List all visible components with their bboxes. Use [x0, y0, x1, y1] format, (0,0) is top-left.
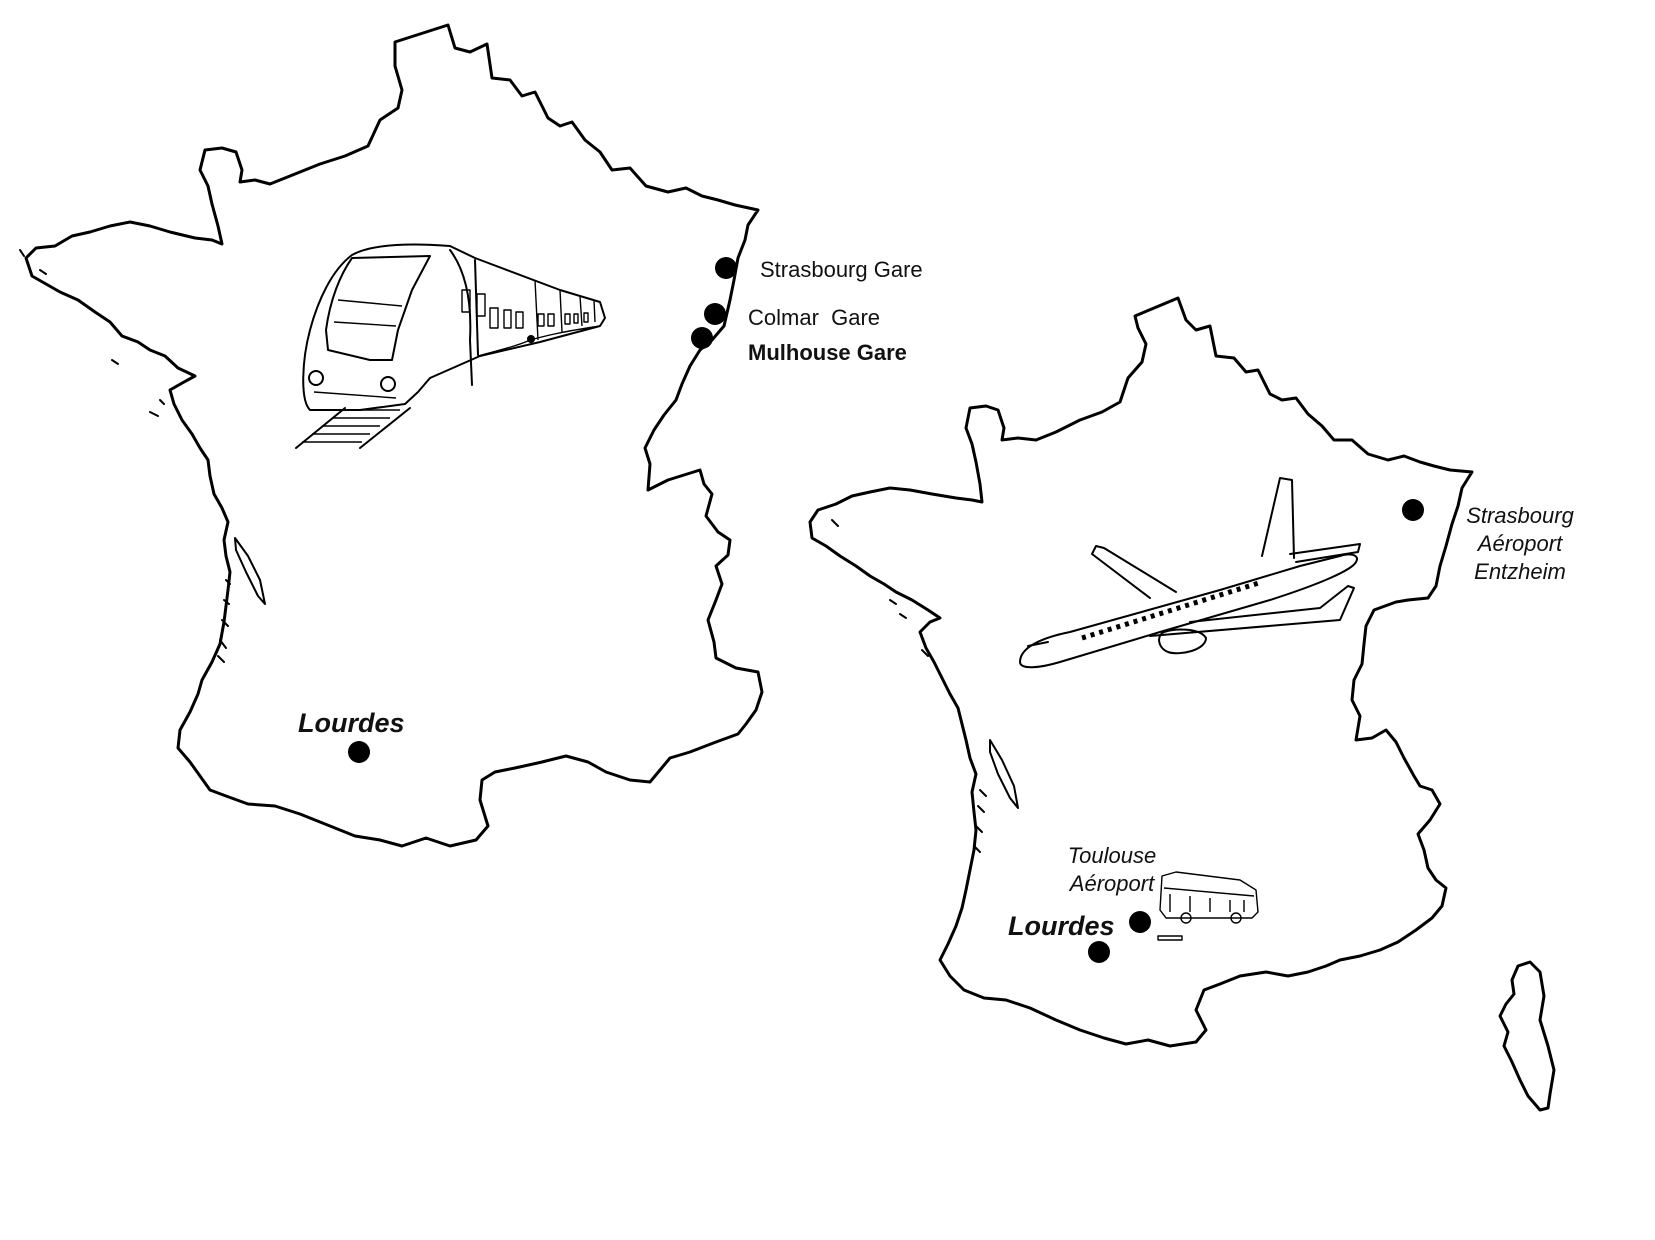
lourdes-marker-map1: [348, 741, 370, 763]
strasbourg-gare-marker: [715, 257, 737, 279]
lourdes-label-map2: Lourdes: [1008, 911, 1115, 941]
corsica-outline: [1498, 960, 1556, 1112]
colmar-gare-label: Colmar Gare: [748, 305, 880, 330]
toulouse-airport-label-line2: Aéroport: [1068, 871, 1155, 896]
france-outline: [24, 23, 764, 848]
mulhouse-gare-marker: [691, 327, 713, 349]
island-ile-de-re: [989, 739, 1019, 809]
toulouse-airport-label-line1: Toulouse: [1068, 843, 1156, 868]
strasbourg-airport-label-line1: Strasbourg: [1466, 503, 1574, 528]
toulouse-airport-marker: [1129, 911, 1151, 933]
island-fragments: [973, 789, 987, 853]
strasbourg-airport-marker: [1402, 499, 1424, 521]
lourdes-marker-map2: [1088, 941, 1110, 963]
train-icon: [295, 243, 606, 449]
lourdes-label-map1: Lourdes: [298, 708, 405, 738]
bus-icon: [1157, 871, 1259, 941]
france-outline: [808, 296, 1474, 1048]
island-fragments: [217, 579, 231, 663]
airplane-icon: [1019, 477, 1361, 669]
strasbourg-airport-label-line3: Entzheim: [1474, 559, 1566, 584]
strasbourg-gare-label: Strasbourg Gare: [760, 257, 923, 282]
island-fragments-brittany: [831, 519, 929, 657]
colmar-gare-marker: [704, 303, 726, 325]
island-fragments-brittany: [19, 249, 165, 417]
mulhouse-gare-label: Mulhouse Gare: [748, 340, 907, 365]
france-map-rail: Strasbourg Gare Colmar Gare Mulhouse Gar…: [19, 23, 923, 848]
island-ile-de-re: [234, 537, 266, 605]
strasbourg-airport-label-line2: Aéroport: [1476, 531, 1563, 556]
france-map-air: Strasbourg Aéroport Entzheim Toulouse Aé…: [808, 296, 1575, 1112]
